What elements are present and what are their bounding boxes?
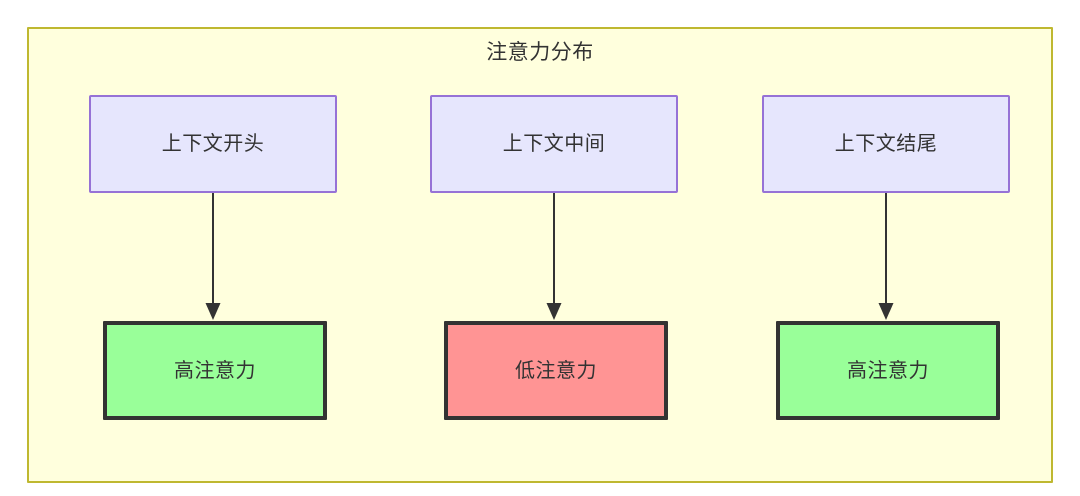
subgraph-title: 注意力分布 (486, 41, 594, 64)
node-context-end-label: 上下文结尾 (834, 133, 938, 155)
node-context-start[interactable]: 上下文开头 (89, 95, 337, 193)
node-context-middle-label: 上下文中间 (502, 133, 606, 155)
edge-context-start-to-attention (202, 193, 224, 323)
node-attention-end-label: 高注意力 (847, 359, 929, 382)
node-context-end[interactable]: 上下文结尾 (762, 95, 1010, 193)
node-context-start-label: 上下文开头 (161, 133, 265, 155)
edge-context-end-to-attention (875, 193, 897, 323)
node-context-middle[interactable]: 上下文中间 (430, 95, 678, 193)
diagram-column-end: 上下文结尾 高注意力 (762, 29, 1010, 481)
node-attention-middle[interactable]: 低注意力 (444, 321, 668, 420)
diagram-column-start: 上下文开头 高注意力 (89, 29, 337, 481)
node-attention-middle-label: 低注意力 (515, 359, 597, 382)
node-attention-start[interactable]: 高注意力 (103, 321, 327, 420)
subgraph-attention-distribution: 注意力分布 上下文开头 高注意力 上下文中间 (27, 27, 1053, 483)
node-attention-start-label: 高注意力 (174, 359, 256, 382)
diagram-column-middle: 上下文中间 低注意力 (430, 29, 678, 481)
edge-context-middle-to-attention (543, 193, 565, 323)
node-attention-end[interactable]: 高注意力 (776, 321, 1000, 420)
